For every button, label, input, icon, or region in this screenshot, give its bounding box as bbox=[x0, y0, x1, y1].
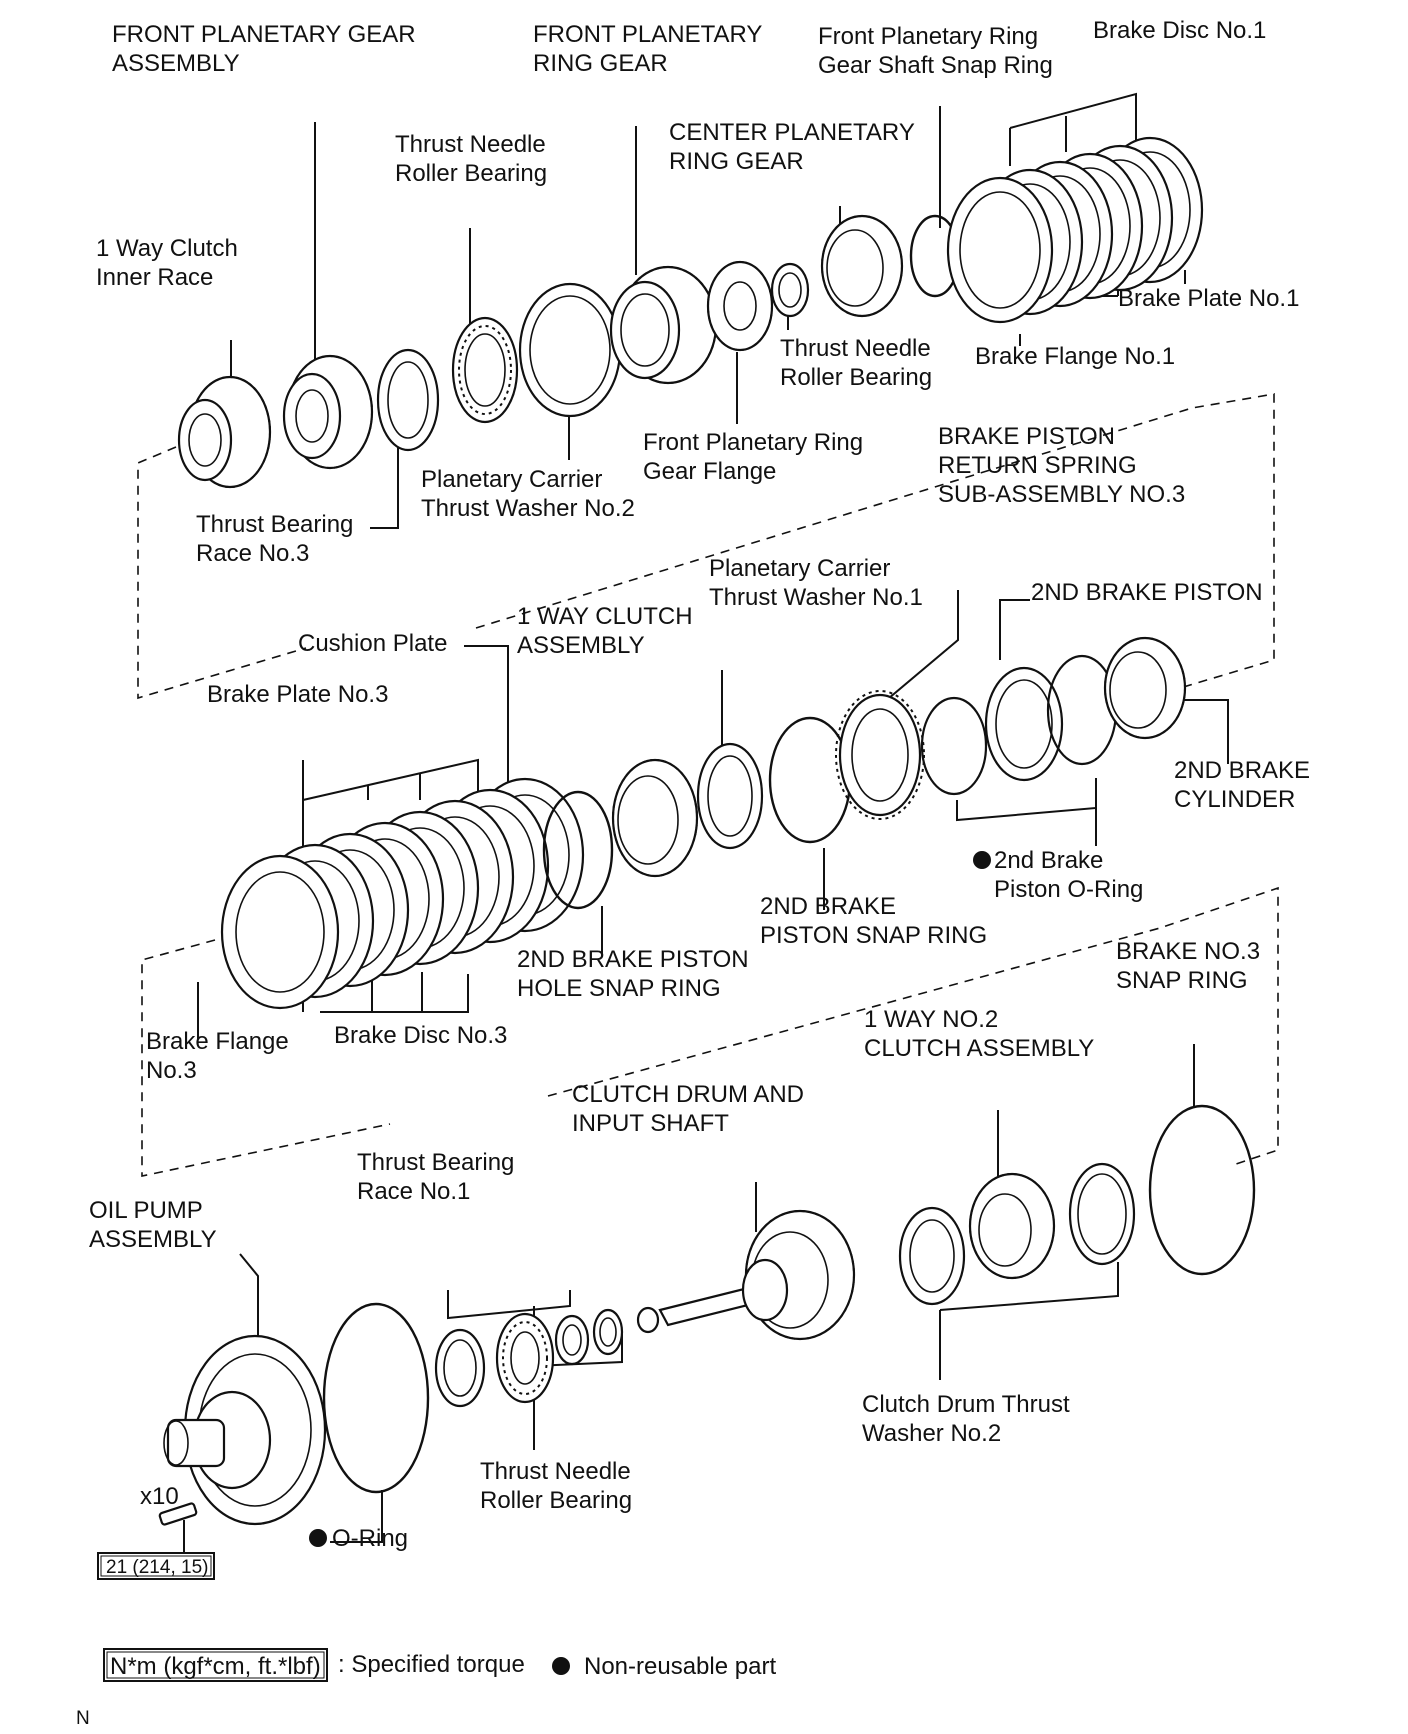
planetary-carrier-thrust-washer-no2-part bbox=[518, 282, 622, 418]
thrust-race-bottom-right-part bbox=[1068, 1162, 1136, 1266]
label-brake-flange-no1: Brake Flange No.1 bbox=[975, 343, 1175, 370]
thrust-needle-roller-bearing-bottom-part bbox=[495, 1312, 555, 1404]
label-second-brake-piston-snap-ring: 2ND BRAKE PISTON SNAP RING bbox=[760, 893, 987, 949]
label-one-way-no2-clutch-assembly: 1 WAY NO.2 CLUTCH ASSEMBLY bbox=[864, 1006, 1094, 1062]
thrust-needle-roller-bearing-mid-part bbox=[770, 262, 810, 318]
label-second-brake-cylinder: 2ND BRAKE CYLINDER bbox=[1174, 757, 1317, 813]
label-o-ring: O-Ring bbox=[332, 1525, 408, 1552]
label-clutch-drum-thrust-washer-no2: Clutch Drum Thrust Washer No.2 bbox=[862, 1391, 1076, 1447]
label-planetary-carrier-thrust-washer-no2: Planetary Carrier Thrust Washer No.2 bbox=[421, 466, 635, 522]
second-brake-piston-part bbox=[984, 666, 1064, 782]
label-front-planetary-ring-gear-shaft-snap-ring: Front Planetary Ring Gear Shaft Snap Rin… bbox=[818, 23, 1053, 79]
label-clutch-drum-and-input-shaft: CLUTCH DRUM AND INPUT SHAFT bbox=[572, 1081, 811, 1137]
label-thrust-bearing-race-no3: Thrust Bearing Race No.3 bbox=[196, 511, 360, 567]
non-reusable-dot-o-ring bbox=[309, 1529, 327, 1547]
thrust-bearing-race-no3-part bbox=[376, 348, 440, 452]
planetary-carrier-thrust-washer-no1-part bbox=[696, 742, 764, 850]
alignment-lines bbox=[137, 393, 1279, 1177]
label-front-planetary-gear-assembly: FRONT PLANETARY GEAR ASSEMBLY bbox=[112, 21, 422, 77]
front-planetary-ring-gear-part bbox=[609, 265, 718, 385]
labels: FRONT PLANETARY GEAR ASSEMBLY FRONT PLAN… bbox=[89, 17, 1317, 1552]
label-front-planetary-ring-gear: FRONT PLANETARY RING GEAR bbox=[533, 21, 769, 77]
label-center-planetary-ring-gear: CENTER PLANETARY RING GEAR bbox=[669, 119, 921, 175]
legend-torque-text: : Specified torque bbox=[338, 1651, 525, 1678]
second-brake-piston-hole-snap-ring-part bbox=[542, 790, 614, 910]
thrust-bearing-race-no1-part bbox=[434, 1328, 486, 1408]
thrust-washer-small-part bbox=[554, 1308, 624, 1366]
label-one-way-clutch-assembly: 1 WAY CLUTCH ASSEMBLY bbox=[517, 603, 699, 659]
clutch-drum-thrust-washer-no2-part bbox=[898, 1206, 966, 1306]
label-second-brake-piston-o-ring: 2nd Brake Piston O-Ring bbox=[994, 847, 1143, 903]
middle-row-parts bbox=[220, 636, 1187, 1010]
brake-no3-snap-ring-part bbox=[1148, 1104, 1256, 1276]
torque-spec-box: 21 (214, 15) bbox=[97, 1552, 215, 1580]
one-way-no2-clutch-assembly-part bbox=[968, 1172, 1056, 1280]
front-planetary-ring-gear-flange-part bbox=[706, 260, 774, 352]
brake-piston-return-spring-part bbox=[835, 690, 925, 820]
bottom-row-parts bbox=[158, 1104, 1256, 1526]
label-planetary-carrier-thrust-washer-no1: Planetary Carrier Thrust Washer No.1 bbox=[709, 555, 923, 611]
legend-non-reusable-text: Non-reusable part bbox=[584, 1653, 776, 1680]
label-second-brake-piston: 2ND BRAKE PISTON bbox=[1031, 579, 1263, 606]
label-thrust-bearing-race-no1: Thrust Bearing Race No.1 bbox=[357, 1149, 521, 1205]
second-brake-cylinder-part bbox=[1103, 636, 1187, 740]
torque-value: 21 (214, 15) bbox=[106, 1557, 208, 1578]
label-brake-flange-no3: Brake Flange No.3 bbox=[146, 1028, 295, 1084]
non-reusable-dot-o-ring-piston bbox=[973, 851, 991, 869]
clutch-drum-and-input-shaft-part bbox=[636, 1209, 856, 1341]
label-thrust-needle-roller-bearing-top: Thrust Needle Roller Bearing bbox=[395, 131, 552, 187]
label-brake-plate-no1: Brake Plate No.1 bbox=[1118, 285, 1299, 312]
bolt-count: x10 bbox=[140, 1483, 179, 1510]
legend-non-reusable-dot bbox=[552, 1657, 570, 1675]
label-thrust-needle-roller-bearing-mid: Thrust Needle Roller Bearing bbox=[780, 335, 937, 391]
label-brake-disc-no1: Brake Disc No.1 bbox=[1093, 17, 1266, 44]
o-ring-part bbox=[322, 1302, 430, 1494]
oil-pump-assembly-part bbox=[163, 1334, 327, 1526]
label-thrust-needle-roller-bearing-bottom: Thrust Needle Roller Bearing bbox=[480, 1458, 637, 1514]
label-brake-no3-snap-ring: BRAKE NO.3 SNAP RING bbox=[1116, 938, 1267, 994]
second-brake-piston-o-ring-inner-part bbox=[920, 696, 988, 796]
top-row-parts bbox=[177, 136, 1204, 489]
label-cushion-plate: Cushion Plate bbox=[298, 630, 447, 657]
label-front-planetary-ring-gear-flange: Front Planetary Ring Gear Flange bbox=[643, 429, 870, 485]
bolt-part bbox=[158, 1502, 198, 1526]
label-brake-piston-return-spring: BRAKE PISTON RETURN SPRING SUB-ASSEMBLY … bbox=[938, 423, 1185, 508]
label-second-brake-piston-hole-snap-ring: 2ND BRAKE PISTON HOLE SNAP RING bbox=[517, 946, 755, 1002]
thrust-needle-roller-bearing-top-part bbox=[451, 316, 519, 424]
legend: N*m (kgf*cm, ft.*lbf) : Specified torque… bbox=[103, 1648, 776, 1682]
legend-torque-unit: N*m (kgf*cm, ft.*lbf) bbox=[110, 1653, 321, 1680]
label-one-way-clutch-inner-race: 1 Way Clutch Inner Race bbox=[96, 235, 245, 291]
front-planetary-gear-assembly-part bbox=[282, 354, 374, 470]
label-oil-pump-assembly: OIL PUMP ASSEMBLY bbox=[89, 1197, 217, 1253]
center-planetary-ring-gear-part bbox=[820, 214, 904, 318]
brake-pack-no1-part bbox=[946, 136, 1204, 324]
label-brake-disc-no3: Brake Disc No.3 bbox=[334, 1022, 507, 1049]
one-way-clutch-inner-race-part bbox=[177, 375, 272, 489]
corner-mark: N bbox=[76, 1708, 90, 1729]
brake-pack-no3-part bbox=[220, 777, 585, 1010]
one-way-clutch-assembly-part bbox=[611, 758, 699, 878]
label-brake-plate-no3: Brake Plate No.3 bbox=[207, 681, 388, 708]
